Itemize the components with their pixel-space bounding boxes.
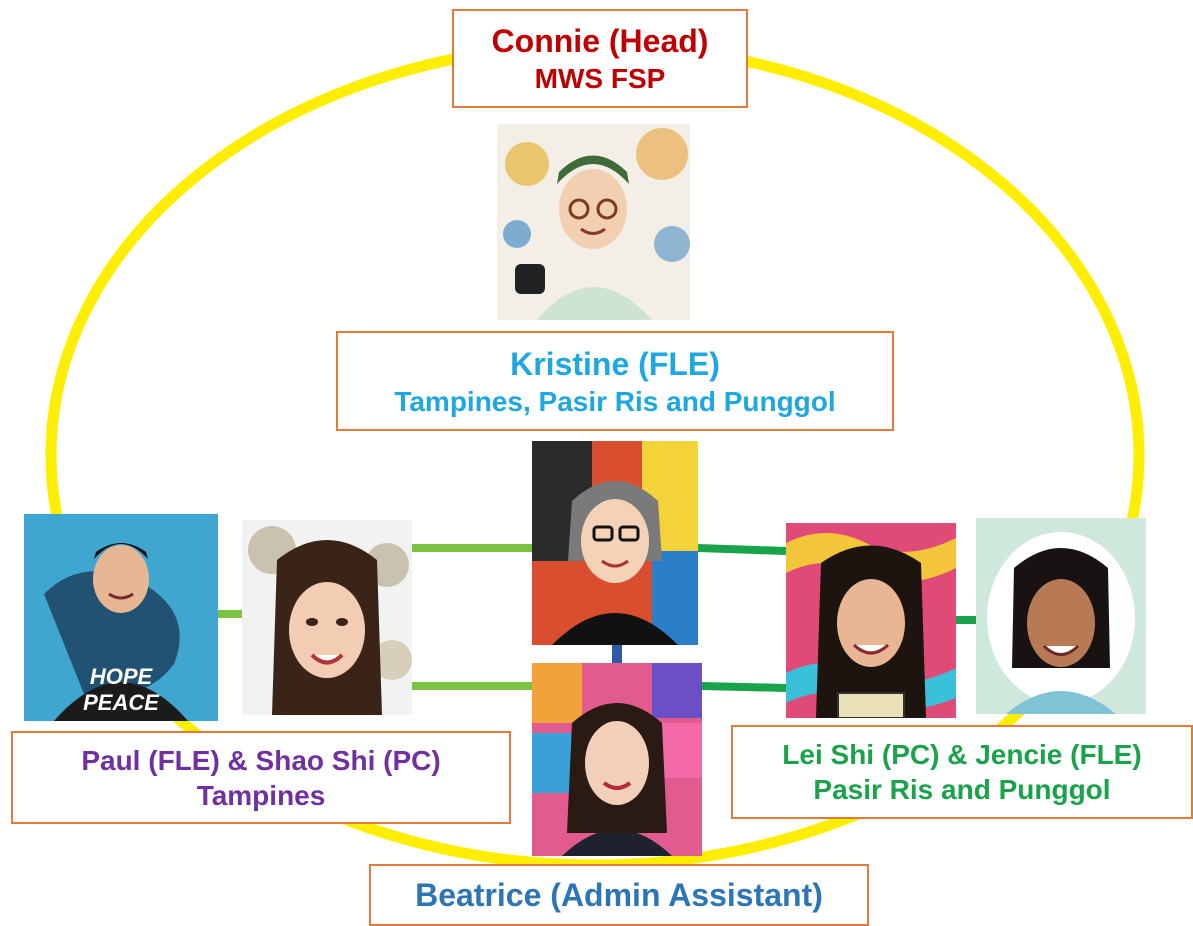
admin-name: Beatrice (Admin Assistant)	[415, 877, 823, 913]
pasir-ris-team-label-box: Lei Shi (PC) & Jencie (FLE) Pasir Ris an…	[731, 725, 1193, 819]
kristine-name: Kristine (FLE)	[510, 345, 720, 382]
head-label-box: Connie (Head) MWS FSP	[452, 9, 748, 108]
kristine-label-box: Kristine (FLE) Tampines, Pasir Ris and P…	[336, 331, 894, 431]
pasir-ris-team-area: Pasir Ris and Punggol	[813, 774, 1111, 805]
head-org: MWS FSP	[534, 63, 666, 94]
pasir-ris-team-names: Lei Shi (PC) & Jencie (FLE)	[782, 739, 1142, 770]
kristine-portrait	[532, 441, 698, 645]
tampines-team-names: Paul (FLE) & Shao Shi (PC)	[81, 744, 441, 776]
tampines-team-label-box: Paul (FLE) & Shao Shi (PC) Tampines	[11, 731, 511, 824]
connie-portrait	[497, 124, 690, 320]
jencie-portrait	[976, 518, 1146, 714]
kristine-area: Tampines, Pasir Ris and Punggol	[394, 385, 836, 417]
paul-shirt-text-2: PEACE	[83, 690, 160, 715]
paul-shirt-text-1: HOPE	[90, 664, 154, 689]
shao-shi-portrait	[242, 520, 412, 715]
paul-portrait: HOPE PEACE	[24, 514, 218, 721]
tampines-team-area: Tampines	[196, 779, 326, 811]
lei-shi-portrait	[786, 523, 956, 718]
connector-kristine-pasir	[697, 544, 787, 555]
admin-label-box: Beatrice (Admin Assistant)	[369, 864, 869, 926]
beatrice-portrait	[532, 663, 702, 856]
connector-beatrice-pasir	[701, 682, 787, 692]
head-name: Connie (Head)	[491, 23, 709, 59]
